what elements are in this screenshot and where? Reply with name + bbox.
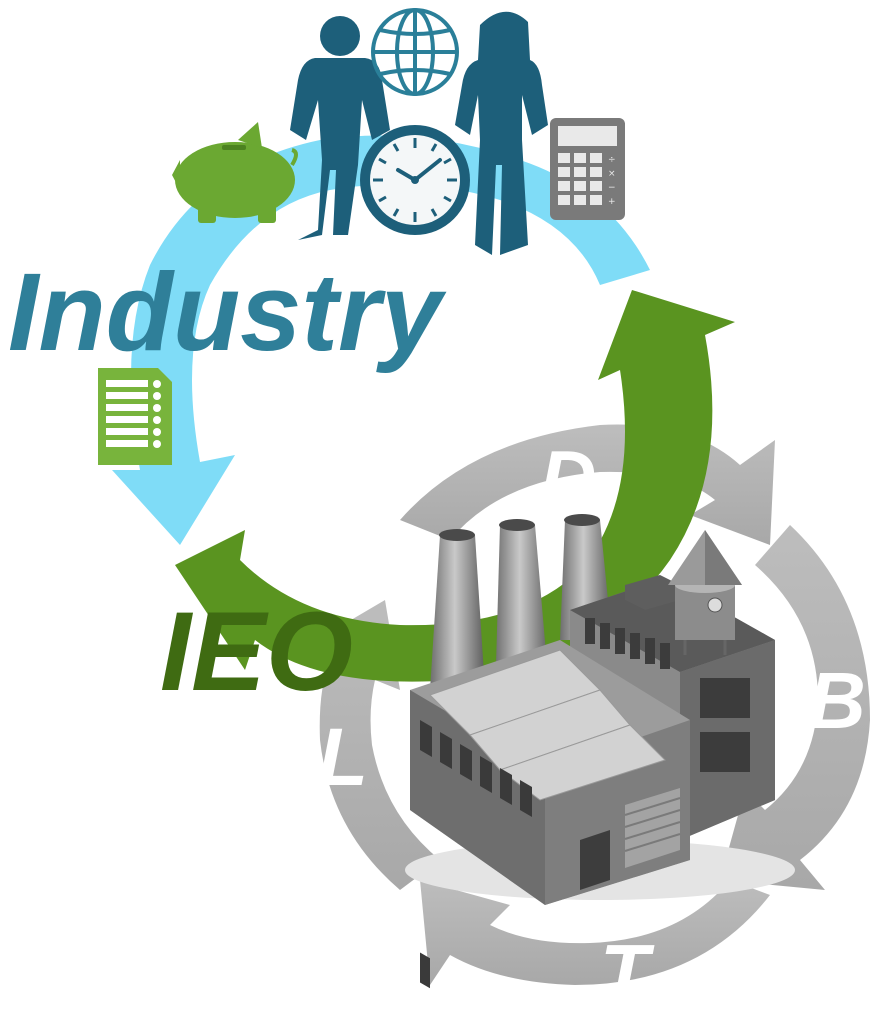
woman-icon [455,11,548,255]
clock-icon [360,125,470,235]
ring-segment-t [420,880,770,985]
calculator-icon: ÷ × − + [550,118,625,220]
svg-text:÷: ÷ [608,155,616,165]
ring-segment-b [720,525,870,890]
svg-text:−: − [608,183,616,193]
cycle-label-b: B [808,656,866,745]
man-icon [290,16,390,240]
checklist-icon [98,368,172,465]
industry-label: Industry [8,251,447,374]
industry-cycle-arrow [112,135,650,545]
blue-arc-arrow [112,135,650,545]
piggy-bank-icon [172,122,298,223]
ieo-label: IEO [160,589,353,714]
svg-text:+: + [608,197,616,207]
cycle-label-t: T [600,928,655,1010]
factory-icon [405,514,795,989]
globe-icon [371,8,459,96]
svg-text:×: × [608,169,616,179]
cycle-label-d: D [540,434,596,522]
cycle-label-l: L [318,712,368,803]
